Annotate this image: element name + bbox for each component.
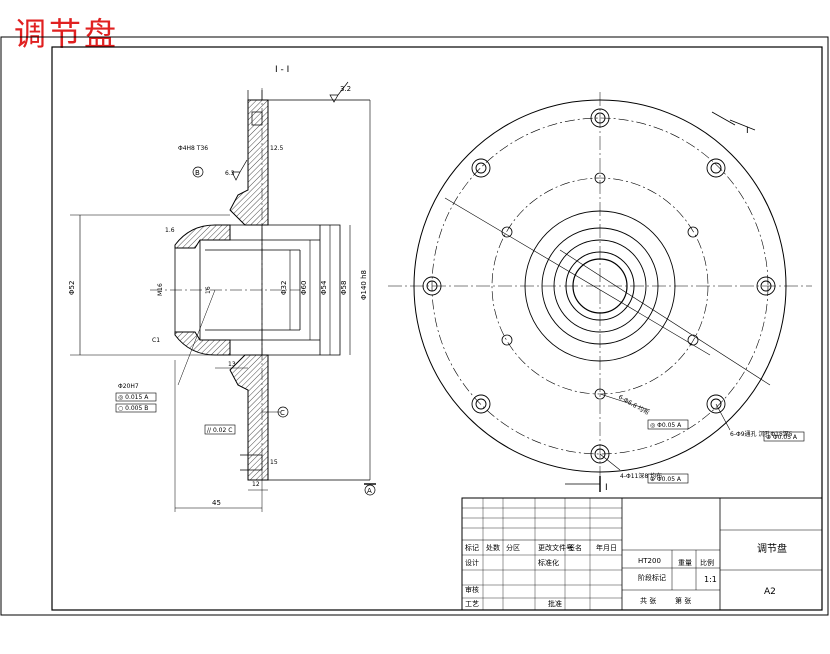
dim-flange-text: Φ4H8 T36	[178, 145, 208, 152]
tol-frame-2-box	[115, 392, 157, 402]
upper-flange-hatch	[229, 99, 269, 226]
callout-hole-text: Φ20H7	[118, 383, 139, 390]
hole-leader-1	[599, 393, 651, 411]
dim-total-text: 45	[212, 499, 221, 507]
dim-bore-c-text: Φ54	[320, 280, 328, 295]
title-block	[461, 497, 823, 611]
dim-chamfer-text: C1	[152, 337, 160, 344]
dim-thick-text: 12	[252, 481, 260, 488]
plan-tol-a-box	[647, 419, 689, 430]
plan-tol-b: ⊕ Φ0.05 A	[766, 434, 798, 441]
hole-leader-3	[599, 453, 621, 471]
plan-texts: I I 6-Φ6.6 均布 6-Φ9通孔 沉孔Φ15深5 4-Φ11深8 均布 …	[605, 126, 798, 493]
dim-bore-a-text: Φ32	[280, 281, 288, 295]
mid-cell-1: 批准	[548, 599, 562, 608]
plan-view	[388, 92, 812, 492]
roughness-symbol-main	[329, 81, 349, 103]
dim-bore-b-text: Φ60	[300, 281, 308, 295]
section-dimension-texts: 3.2 6.3 12.5 Φ4H8 T36 Φ52 Φ32 Φ60 Φ54 Φ5…	[68, 85, 372, 507]
datum-b-circle	[192, 166, 204, 178]
cut-arrow-top	[711, 111, 736, 126]
lower-bolt-hole	[240, 454, 263, 471]
section-view: I - I	[70, 65, 376, 512]
dim-ra-text: 1.6	[165, 227, 175, 234]
title-block-border	[461, 497, 823, 611]
tol-frame-3-text: ○ 0.005 B	[118, 405, 148, 412]
plan-label-i-bottom: I	[605, 483, 608, 493]
roughness-right-text: 12.5	[270, 145, 284, 152]
datum-b-text: B	[195, 169, 200, 177]
tol-frame-1-text: // 0.02 C	[207, 427, 232, 434]
radial-leader-1	[444, 197, 711, 356]
flange-extensions	[247, 90, 370, 481]
dim-small-text: 16	[205, 286, 212, 294]
hole-leader-2	[715, 403, 731, 431]
datum-a-text: A	[367, 487, 372, 495]
sheet-size: A2	[764, 587, 776, 597]
weight-label-0: 阶段标记	[638, 573, 666, 582]
header-cell-1: 分区	[506, 543, 520, 552]
row-label-1: 设计	[465, 558, 479, 567]
header-cell-2: 更改文件号	[538, 543, 573, 552]
upper-bolt-hole	[251, 111, 263, 126]
row-label-0: 标记	[465, 543, 479, 552]
hub-top-hatch	[174, 224, 231, 249]
radial-leader-2	[559, 249, 771, 386]
cut-line-top	[729, 119, 756, 131]
weight-label-2: 比例	[700, 558, 714, 567]
callout-leader	[177, 289, 216, 386]
lower-flange-hatch	[229, 354, 269, 481]
datum-c-circle	[277, 406, 289, 418]
datum-c-text: C	[280, 409, 285, 417]
plan-tol-b-box	[763, 431, 805, 442]
dim-left-height-text: Φ52	[68, 281, 76, 295]
plan-callout-2: 4-Φ11深8 均布	[620, 472, 662, 480]
hub-bottom-hatch	[174, 331, 231, 356]
sheet-inner-border	[51, 46, 823, 611]
material-text: HT200	[638, 557, 661, 565]
dim-bottom-text: 15	[270, 459, 278, 466]
tol-frame-2-text: ◎ 0.015 A	[118, 394, 149, 401]
bottom-label-0: 共 张	[640, 596, 656, 605]
roughness-main-text: 3.2	[340, 85, 351, 93]
plan-tol-a: ◎ Φ0.05 A	[650, 422, 682, 429]
section-label: I - I	[275, 65, 289, 75]
mid-cell-0: 标准化	[538, 558, 559, 567]
plan-callout-1: 6-Φ6.6 均布	[617, 393, 651, 417]
roughness-symbol-small	[231, 159, 248, 181]
tol-frame-1-box	[204, 424, 236, 435]
part-name: 调节盘	[757, 542, 787, 555]
plan-label-i-top: I	[746, 126, 749, 136]
weight-label-1: 重量	[678, 559, 692, 567]
plan-tol-c-box	[647, 473, 689, 484]
row-label-3: 工艺	[465, 600, 479, 608]
dim-bore-d-text: Φ58	[340, 281, 348, 295]
plan-tol-c: ⊕ Φ0.05 A	[650, 476, 682, 483]
dim-thread-text: M16	[157, 283, 164, 296]
tol-frame-3-box	[115, 403, 157, 413]
datum-a-circle	[364, 484, 376, 496]
header-cell-4: 年月日	[596, 543, 617, 552]
bottom-label-1: 第 张	[675, 596, 691, 605]
header-cell-0: 处数	[486, 543, 500, 552]
body-outline	[174, 224, 341, 356]
roughness-small-text: 6.3	[225, 170, 235, 177]
outer-holes	[422, 108, 776, 464]
header-cell-3: 签名	[568, 543, 582, 552]
sheet-outer-border	[0, 36, 829, 616]
title-block-texts: 调节盘 1:1 A2 HT200 标记 设计 审核 工艺 处数 分区 更改文件号…	[465, 542, 787, 608]
row-label-2: 审核	[465, 585, 479, 594]
scale-text: 1:1	[704, 575, 717, 584]
dim-step-text: 13	[228, 361, 236, 368]
dim-outer-text: Φ140 h8	[360, 270, 368, 300]
plan-callout-3: 6-Φ9通孔 沉孔Φ15深5	[730, 430, 793, 438]
